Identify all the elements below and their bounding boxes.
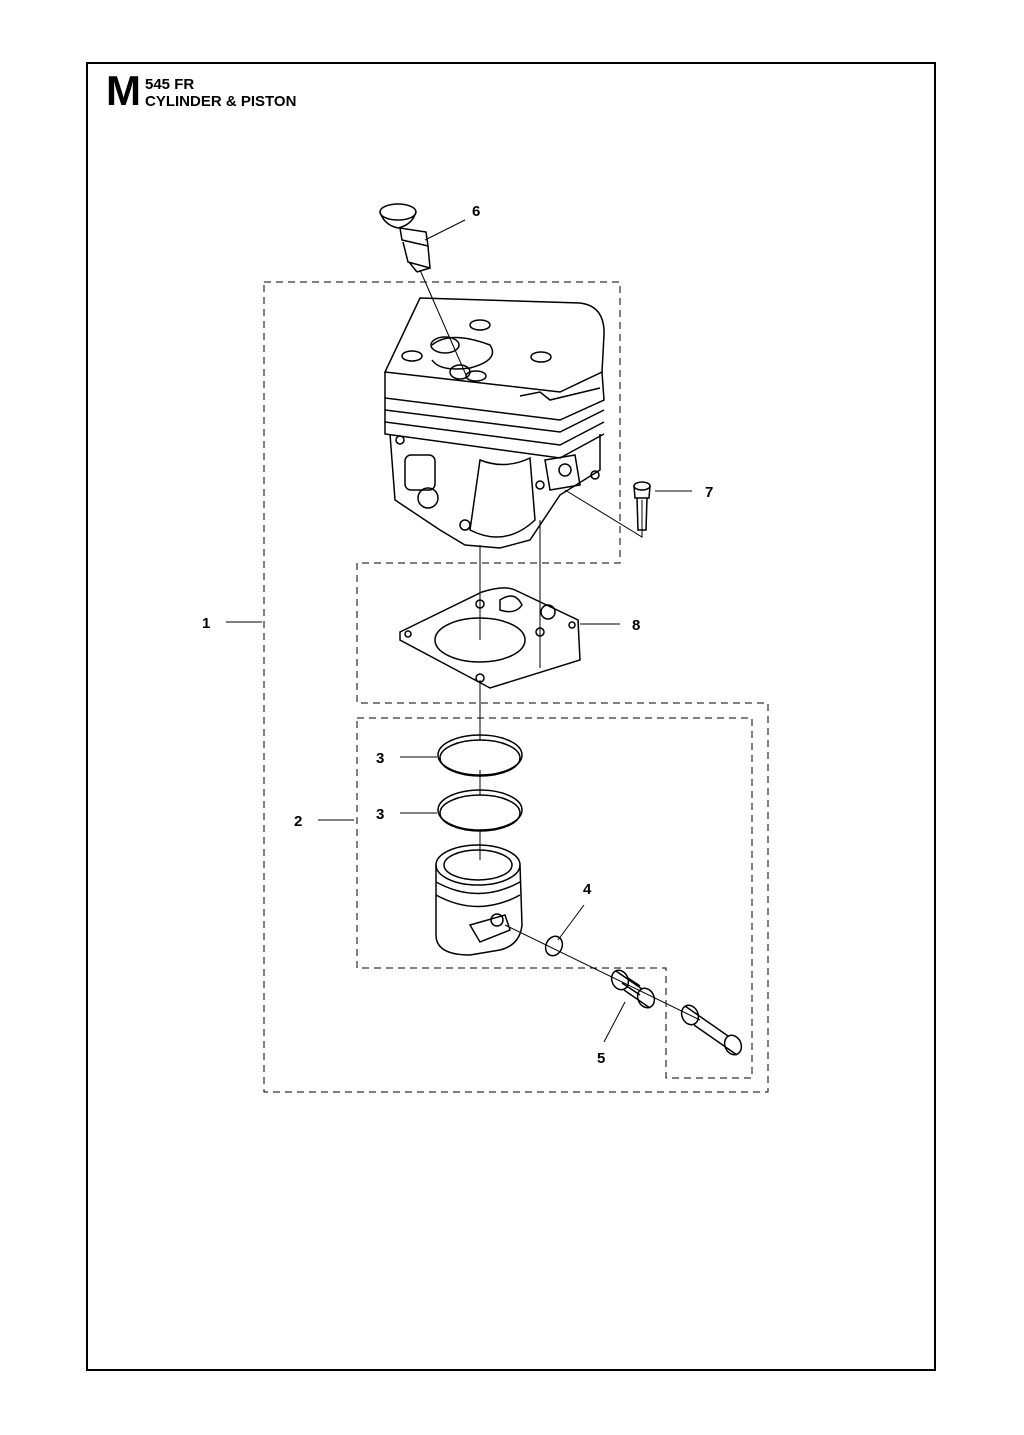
decompression-valve-part [379,203,431,273]
screw-part [633,481,651,531]
leader-lines [226,219,692,1043]
callout-5: 5 [597,1050,605,1067]
piston-ring-lower-part [437,789,523,832]
page-frame [86,62,936,1371]
gasket-part [399,587,581,689]
callout-3b: 3 [376,806,384,823]
group-box-2 [356,717,753,1079]
diagram-title: CYLINDER & PISTON [145,93,297,110]
callout-3a: 3 [376,750,384,767]
cylinder-part [383,297,605,549]
assembly-group-boxes [263,281,769,1093]
callout-6: 6 [472,203,480,220]
callout-4: 4 [583,881,592,898]
piston-part [435,844,523,956]
model-title: 545 FR [145,76,195,93]
needle-bearing-part [610,969,656,1009]
assembly-axes [419,269,701,1021]
callout-1: 1 [202,615,210,632]
group-box-1 [263,281,769,1093]
piston-pin-part [680,1004,743,1056]
callout-2: 2 [294,813,302,830]
callout-8: 8 [632,617,640,634]
circlip-part [544,935,564,957]
piston-ring-upper-part [437,734,523,777]
callout-7: 7 [705,484,713,501]
section-letter: M [106,67,141,114]
